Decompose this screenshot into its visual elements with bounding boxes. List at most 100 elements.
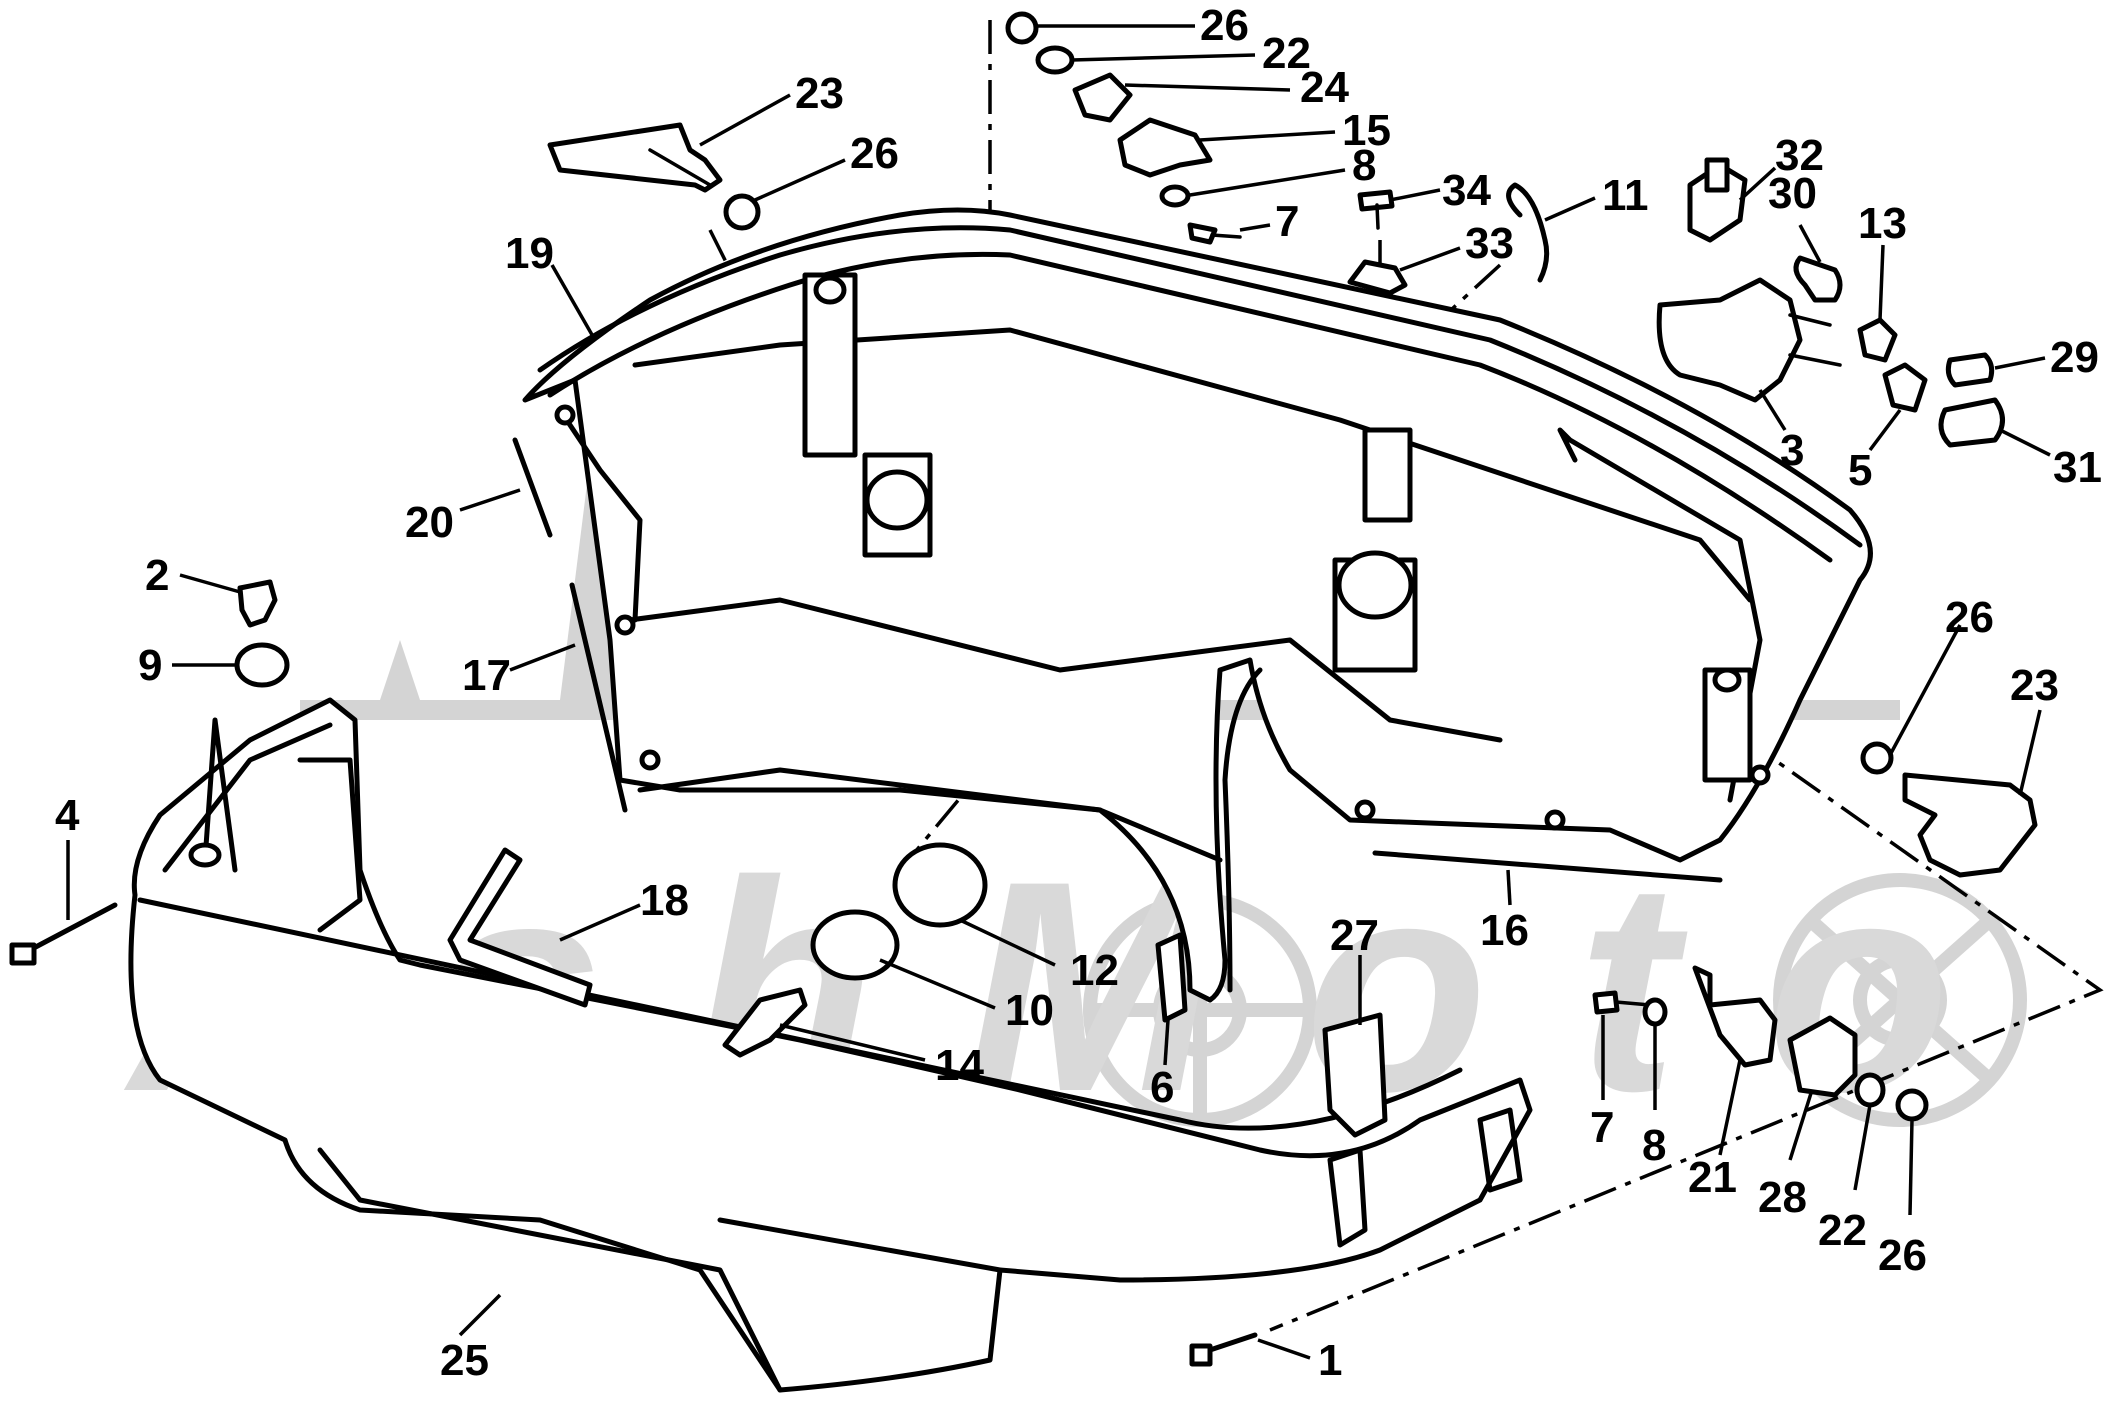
screw-7-right [1592, 990, 1620, 1015]
front-cover-skeg [317, 1147, 783, 1393]
callout-26b: 26 [850, 129, 899, 178]
washer-8-top [1159, 184, 1191, 208]
callout-23a: 23 [795, 69, 844, 118]
hole [1354, 799, 1376, 821]
callout-13: 13 [1858, 199, 1907, 248]
leader-1 [1257, 1338, 1311, 1360]
callout-labels: 26 22 24 15 8 7 34 33 11 32 13 30 29 3 5… [55, 1, 2102, 1385]
leader-12 [959, 918, 1056, 967]
leader-26d [1908, 1119, 1914, 1216]
callout-26a: 26 [1200, 1, 1249, 50]
bracket-21 [1692, 965, 1778, 1068]
connector-32-top [1704, 157, 1730, 193]
front-cover-inner-rim [162, 722, 333, 873]
switch-3-pin-a [1788, 313, 1832, 327]
hole [1749, 764, 1771, 786]
leader-lines [66, 24, 2051, 1360]
bracket-27 [1322, 1012, 1388, 1138]
screw-7-top [1187, 222, 1218, 245]
callout-33: 33 [1465, 219, 1514, 268]
leader-14 [779, 1023, 926, 1062]
leader-7a [1239, 223, 1271, 232]
leader-23b [2018, 709, 2042, 796]
leader-25 [458, 1293, 502, 1337]
front-cover-boss [188, 842, 222, 868]
leader-19 [550, 264, 597, 341]
leader-22b [1853, 1104, 1872, 1191]
nut-top-left [723, 193, 761, 231]
callout-7b: 7 [1590, 1103, 1614, 1152]
callout-16: 16 [1480, 906, 1529, 955]
latch-6 [1155, 932, 1188, 1023]
washer-top [1035, 45, 1075, 75]
front-cover-left-wall [202, 717, 238, 873]
handle-top-left-shaft [648, 148, 712, 187]
leader-8a [1189, 168, 1346, 197]
leader-18 [559, 903, 641, 942]
screw-34 [1357, 189, 1395, 212]
switch-3 [1656, 277, 1803, 403]
callout-9: 9 [138, 641, 162, 690]
washer-8-right [1642, 997, 1668, 1027]
leader-34 [1389, 188, 1441, 202]
nut-top [1005, 11, 1039, 45]
callout-30: 30 [1768, 169, 1817, 218]
front-cover-right-latch [1327, 1147, 1368, 1248]
callout-26d: 26 [1878, 1231, 1927, 1280]
callout-11: 11 [1602, 171, 1649, 220]
front-cover-right-latch-b [1477, 1107, 1523, 1193]
front-cover-outline [128, 697, 1533, 1393]
cover-tunnel [1222, 667, 1263, 993]
front-cover-left-rib [297, 757, 363, 933]
screw-34-shank [1375, 203, 1380, 230]
leader-2 [179, 573, 241, 594]
cover-inner-wall [632, 327, 1753, 603]
screw-7-top-shank [1210, 233, 1242, 239]
washer-10 [810, 909, 900, 981]
callout-24: 24 [1300, 63, 1349, 112]
rod-17 [569, 582, 628, 813]
bolt-1 [1207, 1332, 1258, 1353]
callout-5: 5 [1848, 446, 1872, 495]
callout-8b: 8 [1642, 1121, 1666, 1170]
leader-21 [1718, 1059, 1742, 1156]
bolt-4 [27, 902, 118, 953]
leader-26b [754, 158, 846, 202]
callout-4: 4 [55, 791, 80, 840]
cover-right-wall [1557, 427, 1763, 803]
callout-25: 25 [440, 1336, 489, 1385]
plug-12 [892, 842, 988, 928]
clamp-30 [1793, 255, 1843, 303]
handle-top-left [547, 122, 723, 193]
callout-1: 1 [1318, 1336, 1342, 1385]
callout-21: 21 [1688, 1153, 1737, 1202]
leader-30 [1798, 224, 1822, 263]
callout-7a: 7 [1275, 197, 1299, 246]
callout-28: 28 [1758, 1173, 1807, 1222]
leader-3 [1758, 389, 1787, 431]
clip-24 [1072, 72, 1133, 123]
post-left-top [813, 275, 847, 305]
bolt-1-head [1189, 1343, 1213, 1367]
rod-16 [1372, 850, 1723, 883]
nut-bottom-right [1895, 1088, 1929, 1122]
spacer-9 [234, 642, 290, 688]
clip-13 [1857, 317, 1898, 363]
leader-15 [1199, 130, 1336, 142]
leader-28 [1788, 1089, 1814, 1161]
cover-bottom-edge [637, 767, 1223, 863]
cover-left-wall [557, 407, 643, 623]
callout-31: 31 [2053, 443, 2102, 492]
callout-10: 10 [1005, 986, 1054, 1035]
front-cover-rim [137, 897, 1463, 1131]
cover-shell-outline [522, 207, 1873, 1003]
callout-29: 29 [2050, 333, 2099, 382]
callout-32: 32 [1775, 131, 1824, 180]
callout-2: 2 [145, 551, 169, 600]
callout-22a: 22 [1262, 29, 1311, 78]
callout-12: 12 [1070, 946, 1119, 995]
post-left [802, 272, 858, 458]
leader-24 [1124, 83, 1291, 92]
pivot-boss-left-hole [864, 469, 930, 531]
